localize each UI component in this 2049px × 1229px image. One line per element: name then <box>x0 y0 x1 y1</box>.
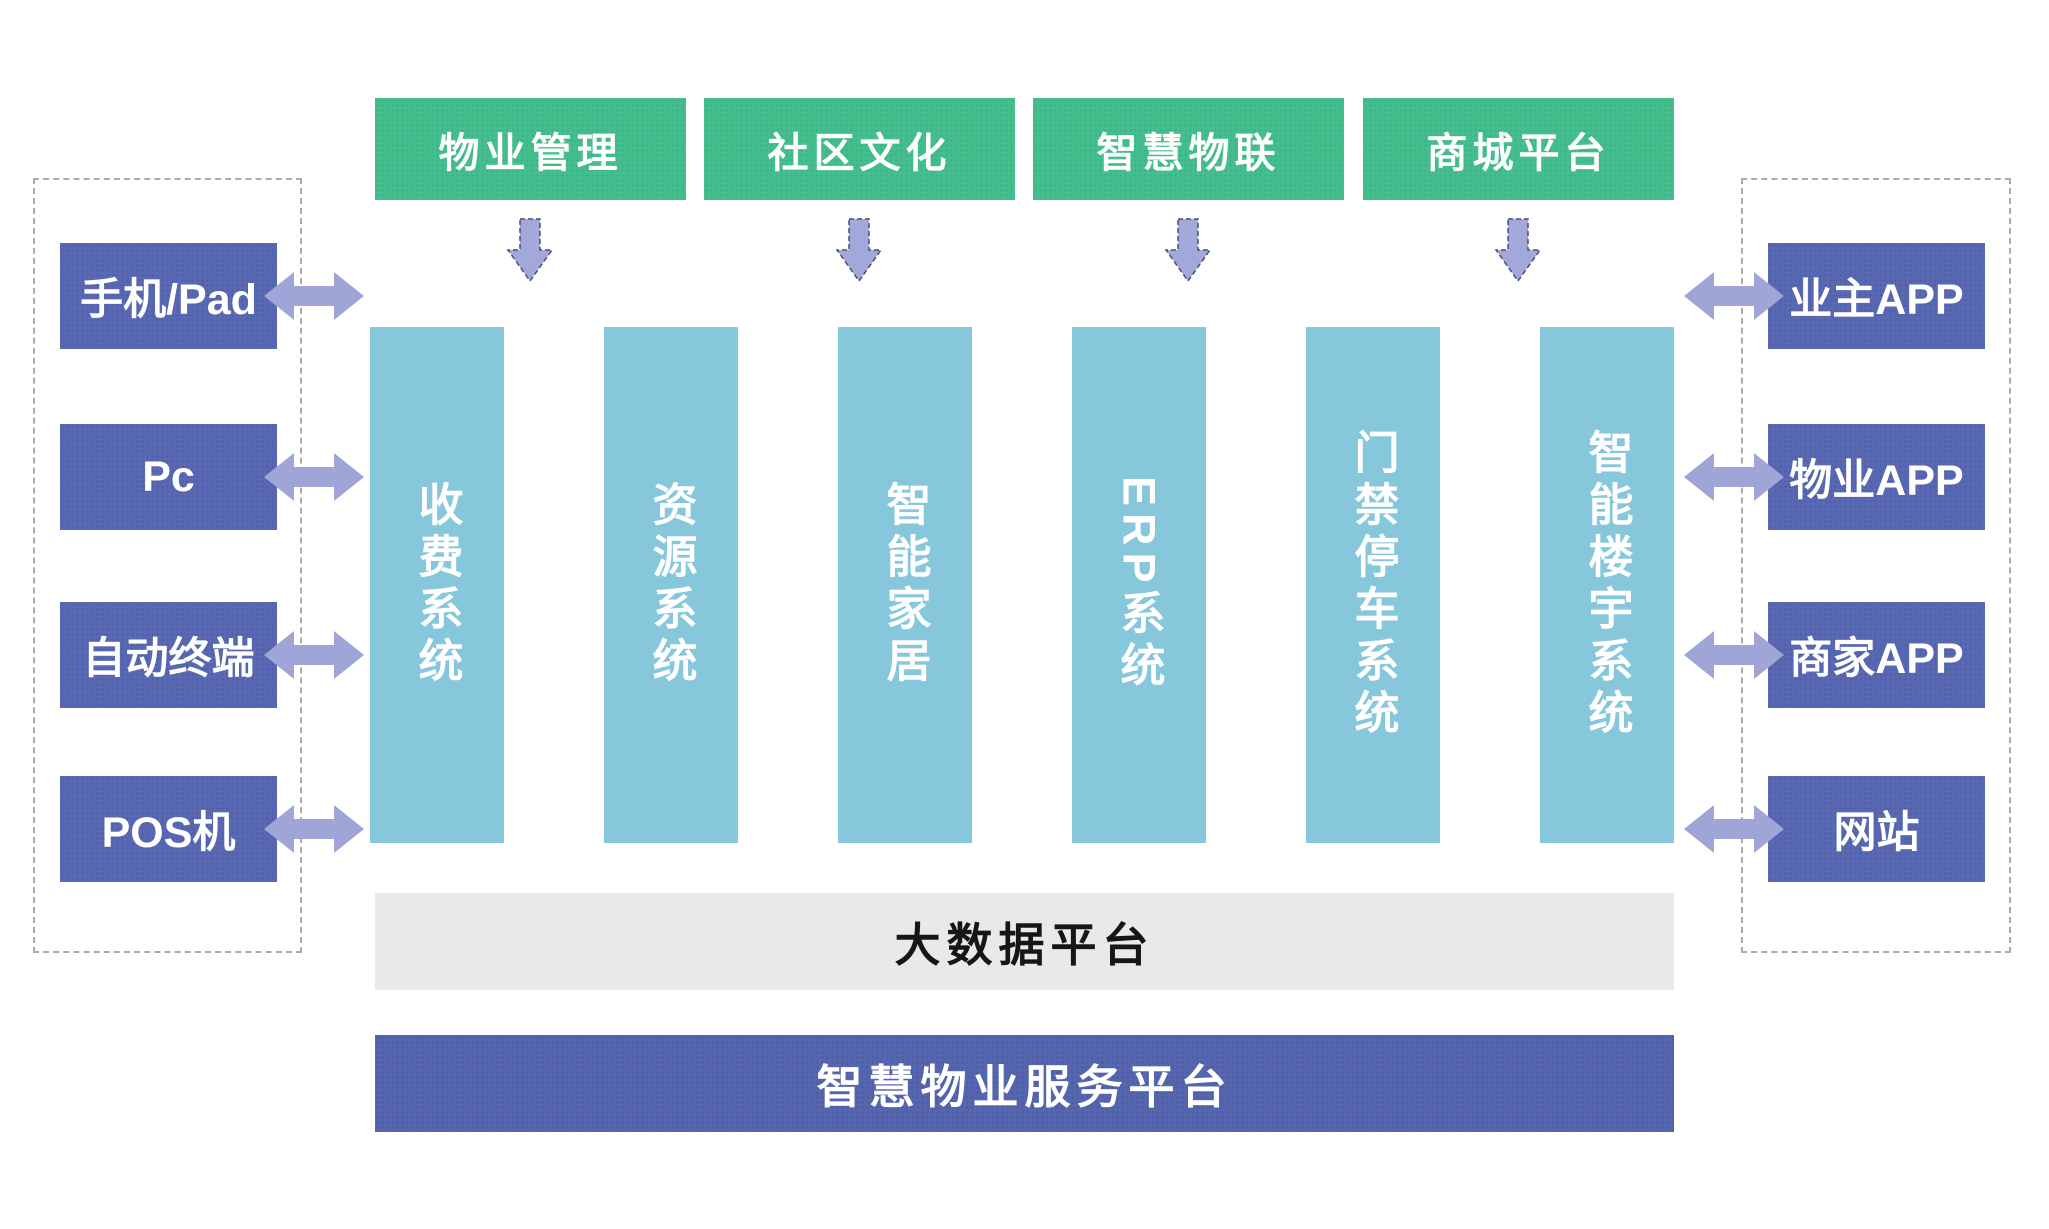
system-column-label: 智能楼宇系统 <box>1581 429 1633 741</box>
smart-property-service-platform-bar: 智慧物业服务平台 <box>375 1035 1674 1132</box>
double-arrow-icon <box>264 631 364 679</box>
system-column-label: 收费系统 <box>411 481 463 689</box>
double-arrow-icon <box>264 453 364 501</box>
module-box-property-management: 物业管理 <box>375 98 686 200</box>
down-arrow-icon <box>1164 218 1212 283</box>
device-box-mobile-pad: 手机/Pad <box>60 243 277 349</box>
down-arrow-icon <box>506 218 554 283</box>
system-column-smart-home: 智能家居 <box>838 327 972 843</box>
big-data-platform-bar: 大数据平台 <box>375 893 1674 990</box>
system-column-label: 资源系统 <box>645 481 697 689</box>
double-arrow-icon <box>1684 631 1784 679</box>
system-column-smart-building: 智能楼宇系统 <box>1540 327 1674 843</box>
system-column-label: ERP系统 <box>1113 476 1165 694</box>
app-box-merchant-app: 商家APP <box>1768 602 1985 708</box>
client-devices-panel <box>33 178 302 953</box>
double-arrow-icon <box>264 272 364 320</box>
down-arrow-icon <box>1494 218 1542 283</box>
module-box-community-culture: 社区文化 <box>704 98 1015 200</box>
system-column-label: 门禁停车系统 <box>1347 429 1399 741</box>
double-arrow-icon <box>1684 272 1784 320</box>
device-box-auto-terminal: 自动终端 <box>60 602 277 708</box>
app-box-owner-app: 业主APP <box>1768 243 1985 349</box>
double-arrow-icon <box>1684 453 1784 501</box>
system-column-access-parking: 门禁停车系统 <box>1306 327 1440 843</box>
system-column-charging: 收费系统 <box>370 327 504 843</box>
device-box-pc: Pc <box>60 424 277 530</box>
client-apps-panel <box>1741 178 2011 953</box>
device-box-pos: POS机 <box>60 776 277 882</box>
app-box-property-app: 物业APP <box>1768 424 1985 530</box>
double-arrow-icon <box>264 805 364 853</box>
double-arrow-icon <box>1684 805 1784 853</box>
module-box-mall-platform: 商城平台 <box>1363 98 1674 200</box>
system-column-label: 智能家居 <box>879 481 931 689</box>
module-box-smart-iot: 智慧物联 <box>1033 98 1344 200</box>
app-box-website: 网站 <box>1768 776 1985 882</box>
system-column-resource: 资源系统 <box>604 327 738 843</box>
system-column-erp: ERP系统 <box>1072 327 1206 843</box>
down-arrow-icon <box>835 218 883 283</box>
